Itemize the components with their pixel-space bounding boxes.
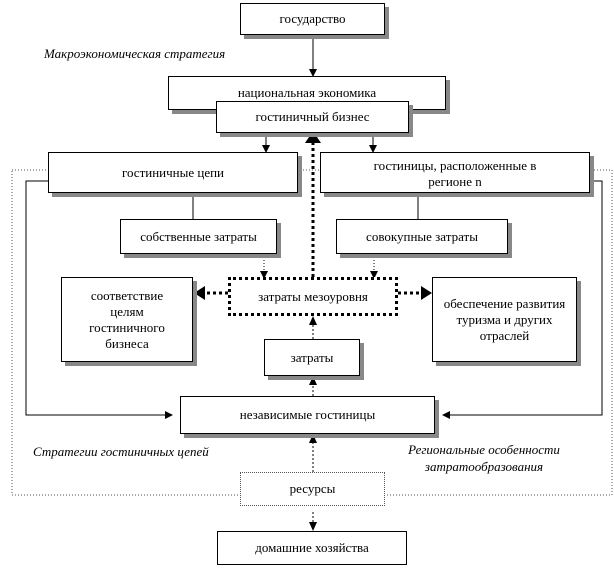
box-own-costs: собственные затраты (120, 219, 277, 254)
box-tourism-development: обеспечение развития туризма и других от… (432, 277, 577, 362)
line-regional-right-loop (442, 180, 603, 419)
box-total-costs: совокупные затраты (336, 219, 508, 254)
box-hotel-chains: гостиничные цепи (48, 152, 298, 193)
box-resources: ресурсы (240, 472, 385, 506)
box-regional-hotels: гостиницы, расположенные в регионе n (320, 152, 590, 193)
label-regional-features: Региональные особенности затратообразова… (384, 441, 584, 475)
box-costs: затраты (264, 339, 360, 376)
box-goals-match: соответствие целям гостиничного бизнеса (61, 277, 193, 362)
label-macro-strategy: Макроэкономическая стратегия (44, 46, 226, 61)
box-state: государство (240, 3, 385, 35)
box-hotel-business: гостиничный бизнес (216, 101, 409, 133)
box-meso-costs: затраты мезоуровня (228, 277, 398, 316)
line-chains-left-loop (25, 180, 173, 419)
label-regional-features-line2: затратообразования (424, 459, 544, 474)
box-independent-hotels: независимые гостиницы (180, 396, 435, 434)
label-regional-features-line1: Региональные особенности (408, 442, 560, 457)
label-chain-strategies: Стратегии гостиничных цепей (33, 444, 209, 459)
box-households: домашние хозяйства (217, 531, 407, 565)
